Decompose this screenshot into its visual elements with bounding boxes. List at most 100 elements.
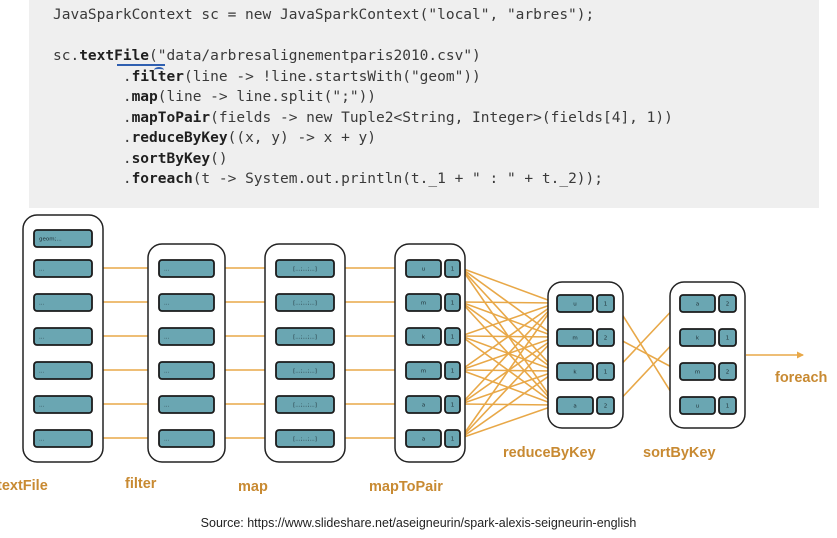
textfile-cell-6-text: ... <box>39 437 44 443</box>
arrow-shuffle-1-0 <box>460 299 557 307</box>
spellcheck-squiggle <box>154 67 164 73</box>
code-line-1: JavaSparkContext sc = new JavaSparkConte… <box>53 7 595 23</box>
stage-label-foreach: foreach <box>775 370 827 386</box>
maptopair-val-3 <box>444 361 461 380</box>
reducebykey-key-0-text: u <box>573 302 577 308</box>
arrow-shuffle-5-0 <box>460 302 557 439</box>
sortbykey-key-3 <box>679 396 716 415</box>
source-caption: Source: https://www.slideshare.net/aseig… <box>200 516 637 530</box>
sortbykey-val-1-text: 1 <box>726 336 730 342</box>
map-cell-4-text: [...;...;...] <box>293 403 317 409</box>
textfile-cell-0 <box>33 229 93 248</box>
textfile-cell-3-text: ... <box>39 335 44 341</box>
map-cell-0 <box>275 259 335 278</box>
maptopair-key-1-text: m <box>421 301 426 307</box>
textfile-cell-5 <box>33 395 93 414</box>
textfile-cell-6 <box>33 429 93 448</box>
filter-cell-0-text: ... <box>164 267 169 273</box>
maptopair-val-4 <box>444 395 461 414</box>
reducebykey-key-3-text: a <box>573 404 576 410</box>
sortbykey-val-0 <box>718 294 737 313</box>
sortbykey-rdd <box>669 281 746 429</box>
arrow-shuffle-5-1 <box>460 336 557 439</box>
sortbykey-key-1-text: k <box>696 336 700 342</box>
maptopair-val-1 <box>444 293 461 312</box>
reducebykey-val-1-text: 2 <box>604 336 608 342</box>
filter-cell-5-text: ... <box>164 437 169 443</box>
map-cell-4 <box>275 395 335 414</box>
filter-cell-1-text: ... <box>164 301 169 307</box>
sortbykey-key-0-text: a <box>696 302 699 308</box>
maptopair-key-0 <box>405 259 442 278</box>
map-cell-5 <box>275 429 335 448</box>
sortbykey-key-2-text: m <box>695 370 700 376</box>
textfile-cell-2-text: ... <box>39 301 44 307</box>
arrow-shuffle-5-3 <box>460 403 557 439</box>
code-line-7: .sortByKey() <box>53 150 228 167</box>
map-cell-2-text: [...;...;...] <box>293 335 317 341</box>
maptopair-val-2 <box>444 327 461 346</box>
textfile-cell-1 <box>33 259 93 278</box>
maptopair-key-3-text: m <box>421 369 426 375</box>
maptopair-val-5 <box>444 429 461 448</box>
map-cell-1-text: [...;...;...] <box>293 301 317 307</box>
sortbykey-val-2 <box>718 362 737 381</box>
sortbykey-val-3 <box>718 396 737 415</box>
arrow-shuffle-2-0 <box>460 301 557 337</box>
reducebykey-key-2-text: k <box>573 370 577 376</box>
reducebykey-val-2-text: 1 <box>604 370 608 376</box>
code-snippet: JavaSparkContext sc = new JavaSparkConte… <box>53 5 673 190</box>
sortbykey-key-1 <box>679 328 716 347</box>
textfile-cell-0-text: geom;... <box>39 237 62 243</box>
maptopair-val-1-text: 1 <box>451 301 455 307</box>
stage-label-reducebykey: reduceByKey <box>503 445 596 461</box>
maptopair-key-5-text: a <box>422 437 425 443</box>
textfile-cell-4-text: ... <box>39 369 44 375</box>
code-panel: JavaSparkContext sc = new JavaSparkConte… <box>29 0 819 208</box>
code-line-3: .filter(line -> !line.startsWith("geom")… <box>53 68 481 85</box>
reducebykey-key-1-text: m <box>572 336 577 342</box>
arrow-sort-1 <box>614 336 680 372</box>
filter-cell-4-text: ... <box>164 403 169 409</box>
arrow-shuffle-4-0 <box>460 302 557 405</box>
sortbykey-val-3-text: 1 <box>726 404 730 410</box>
map-cell-5-text: [...;...;...] <box>293 437 317 443</box>
reducebykey-key-3 <box>556 396 594 415</box>
arrow-sort-3 <box>614 336 680 406</box>
textfile-cell-2 <box>33 293 93 312</box>
code-line-5: .mapToPair(fields -> new Tuple2<String, … <box>53 109 673 126</box>
maptopair-val-3-text: 1 <box>451 369 455 375</box>
reducebykey-val-3 <box>596 396 615 415</box>
textfile-cell-3 <box>33 327 93 346</box>
maptopair-key-1 <box>405 293 442 312</box>
map-cell-2 <box>275 327 335 346</box>
arrow-shuffle-0-0 <box>460 267 557 305</box>
code-line-2: sc.textFile("data/arbresalignementparis2… <box>53 48 481 64</box>
filter-cell-3-text: ... <box>164 369 169 375</box>
textfile-cell-5-text: ... <box>39 403 44 409</box>
maptopair-key-4 <box>405 395 442 414</box>
maptopair-key-2 <box>405 327 442 346</box>
maptopair-val-0-text: 1 <box>451 267 455 273</box>
maptopair-key-0-text: u <box>422 267 426 273</box>
filter-cell-0 <box>158 259 215 278</box>
filter-cell-4 <box>158 395 215 414</box>
maptopair-key-5 <box>405 429 442 448</box>
sortbykey-val-0-text: 2 <box>726 302 730 308</box>
reducebykey-val-0-text: 1 <box>604 302 608 308</box>
map-cell-3 <box>275 361 335 380</box>
sortbykey-key-0 <box>679 294 716 313</box>
boxes-layer: geom;...................................… <box>22 214 746 463</box>
reducebykey-key-1 <box>556 328 594 347</box>
reducebykey-rdd <box>547 281 624 429</box>
maptopair-val-4-text: 1 <box>451 403 455 409</box>
code-line-8: .foreach(t -> System.out.println(t._1 + … <box>53 171 603 187</box>
filter-cell-2 <box>158 327 215 346</box>
maptopair-key-2-text: k <box>422 335 426 341</box>
textfile-cell-1-text: ... <box>39 267 44 273</box>
filter-cell-2-text: ... <box>164 335 169 341</box>
textfile-cell-4 <box>33 361 93 380</box>
stage-label-maptopair: mapToPair <box>369 479 443 495</box>
